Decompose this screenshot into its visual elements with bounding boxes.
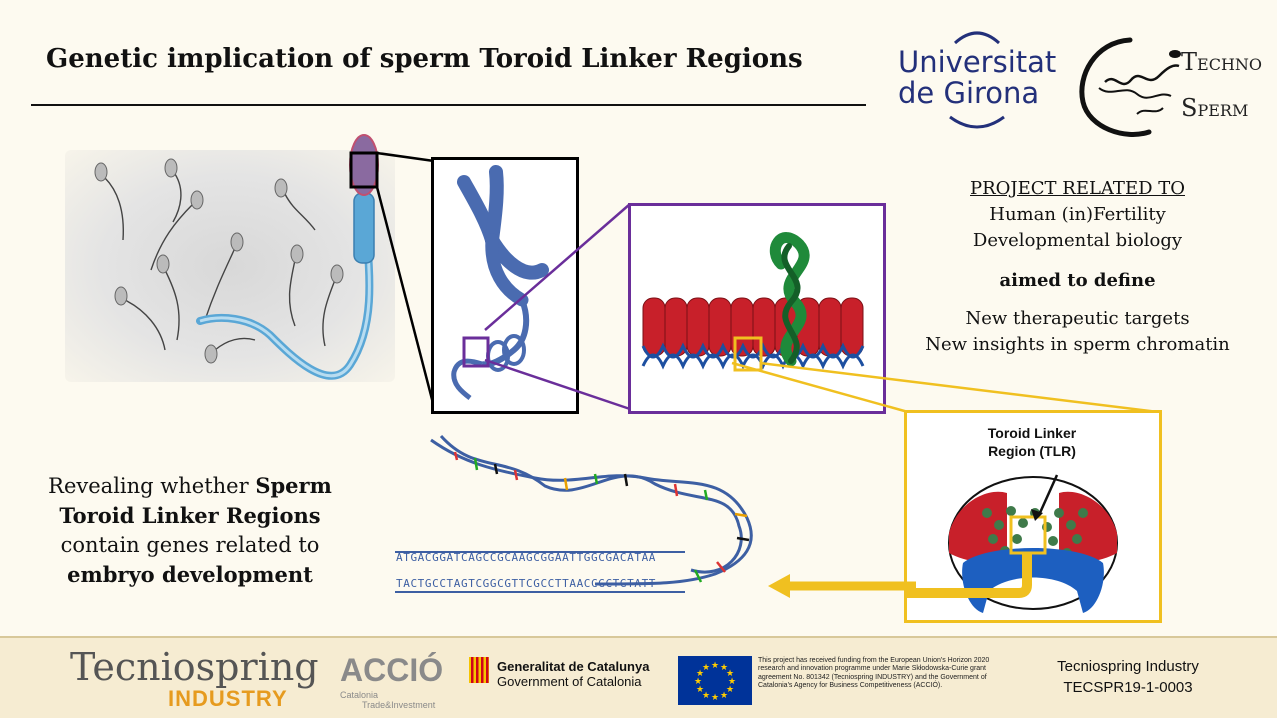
dna-sequence-bottom: TACTGCCTAGTCGGCGTTCGCCTTAACCGCTGTATT: [396, 577, 657, 590]
accio-sub-line2: Trade&Investment: [362, 700, 436, 710]
eu-flag-icon: ★★★ ★★★ ★★★ ★★★: [678, 656, 752, 705]
udg-line2: de Girona: [898, 76, 1040, 110]
project-topic-1: Human (in)Fertility: [989, 204, 1166, 225]
svg-text:★: ★: [711, 661, 719, 671]
histone-zoom-box: [628, 203, 886, 414]
project-reference: Tecniospring Industry TECSPR19-1-0003: [1030, 656, 1226, 698]
tlr-label: Toroid Linker Region (TLR): [904, 424, 1160, 460]
technosperm-sperm: SPERM: [1181, 94, 1249, 122]
dna-sequence-top: ATGACGGATCAGCCGCAAGCGGAATTGGCGACATAA: [396, 551, 657, 564]
accio-sub-line1: Catalonia: [340, 690, 379, 700]
project-topic-2: Developmental biology: [972, 230, 1183, 251]
sperm-microscopy-photo: [65, 150, 395, 382]
chromosome-zoom-box: [431, 157, 579, 414]
svg-text:★: ★: [726, 685, 734, 695]
tlr-label-line2: Region (TLR): [988, 443, 1076, 459]
svg-text:★: ★: [720, 663, 728, 673]
svg-text:★: ★: [726, 669, 734, 679]
udg-line1: Universitat: [898, 45, 1057, 79]
technosperm-techno: TECHNO: [1181, 48, 1263, 76]
yellow-arrow-icon: [768, 574, 916, 598]
toroid-zoom-box: [867, 410, 1162, 623]
reveal-text-1: Revealing whether: [48, 474, 256, 498]
svg-text:★: ★: [702, 691, 710, 701]
gencat-line2: Government of Catalonia: [497, 674, 642, 689]
udg-crest-bottom-icon: [949, 115, 1005, 129]
revealing-statement: Revealing whether Sperm Toroid Linker Re…: [30, 471, 350, 590]
chromosome-icon: [451, 165, 549, 400]
page-title: Genetic implication of sperm Toroid Link…: [46, 44, 803, 74]
project-heading: PROJECT RELATED TO: [970, 178, 1185, 199]
technosperm-circle-icon: [1079, 37, 1181, 137]
histone-dna-icon: [641, 232, 865, 372]
reference-line2: TECSPR19-1-0003: [1063, 679, 1193, 696]
reveal-text-2: contain genes related to: [60, 533, 320, 557]
udg-crest-top-icon: [953, 31, 1001, 45]
footer-bar: [0, 636, 1277, 718]
svg-text:★: ★: [720, 691, 728, 701]
yellow-zoom-lines: [731, 361, 1159, 414]
universitat-de-girona-logo: Universitat de Girona: [898, 31, 1058, 129]
svg-text:★: ★: [696, 669, 704, 679]
accio-subtitle: Catalonia Trade&Investment: [340, 690, 460, 710]
project-aim: aimed to define: [999, 270, 1156, 291]
gencat-flag-icon: [469, 657, 489, 683]
purple-zoom-lines: [484, 203, 631, 411]
project-goal-1: New therapeutic targets: [965, 308, 1190, 329]
svg-text:★: ★: [728, 677, 736, 687]
technosperm-logo: TECHNO SPERM: [1075, 36, 1265, 140]
toroid-icon: [867, 474, 1118, 613]
reveal-bold-2: embryo development: [67, 562, 313, 587]
reference-line1: Tecniospring Industry: [1057, 658, 1199, 675]
reveal-bold-1: Sperm Toroid Linker Regions: [59, 473, 332, 528]
svg-text:★: ★: [694, 677, 702, 687]
highlighted-sperm-illustration: [196, 134, 436, 408]
project-info: PROJECT RELATED TO Human (in)Fertility D…: [905, 176, 1250, 358]
dna-helix-illustration: [395, 434, 753, 593]
project-goal-2: New insights in sperm chromatin: [925, 334, 1230, 355]
svg-text:★: ★: [711, 693, 719, 703]
title-divider: [31, 104, 866, 106]
svg-text:★: ★: [696, 685, 704, 695]
gencat-line1: Generalitat de Catalunya: [497, 659, 650, 674]
industry-logo-text: INDUSTRY: [168, 686, 288, 711]
accio-logo-text: ACCIÓ: [340, 652, 444, 688]
tlr-label-line1: Toroid Linker: [987, 425, 1077, 441]
svg-text:★: ★: [702, 663, 710, 673]
sperm-cells-illustration: [94, 158, 344, 364]
tecniospring-logo-text: Tecniospring: [70, 645, 319, 689]
eu-funding-text: This project has received funding from t…: [758, 657, 990, 690]
